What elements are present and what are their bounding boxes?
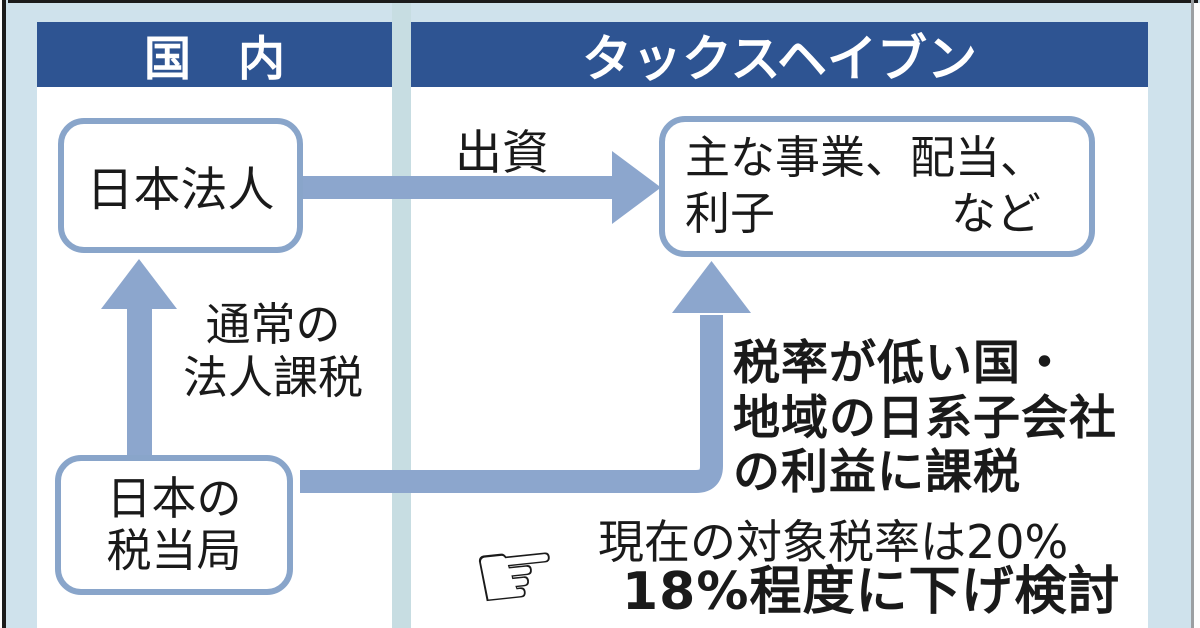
pointing-hand-icon: ☞ bbox=[466, 513, 566, 628]
tax-haven-header: タックスヘイブン bbox=[411, 22, 1148, 88]
normal-tax-line1: 通常の bbox=[205, 298, 341, 351]
haven-tax-arrow bbox=[300, 261, 751, 493]
haven-business-line1: 主な事業、配当、 bbox=[685, 131, 1046, 184]
top-border-line bbox=[8, 0, 1198, 3]
normal-tax-label: 通常の 法人課税 bbox=[166, 298, 380, 404]
japan-corporation-box: 日本法人 bbox=[58, 118, 303, 253]
domestic-header-label: 国 内 bbox=[144, 32, 285, 87]
corporate-tax-arrow bbox=[101, 259, 177, 462]
tax-authority-line1: 日本の bbox=[106, 471, 242, 525]
domestic-header: 国 内 bbox=[37, 22, 392, 87]
tax-authority-box: 日本の 税当局 bbox=[55, 455, 293, 595]
haven-business-etc: など bbox=[950, 187, 1041, 241]
haven-business-line2: 利子 bbox=[685, 187, 776, 241]
investment-arrow bbox=[300, 151, 661, 224]
left-border-line bbox=[2, 0, 6, 628]
investment-label: 出資 bbox=[455, 126, 549, 181]
low-tax-line1: 税率が低い国・ bbox=[733, 336, 1069, 391]
tax-haven-header-label: タックスヘイブン bbox=[582, 29, 977, 88]
current-rate-text: 現在の対象税率は20% bbox=[598, 515, 1069, 569]
left-edge bbox=[0, 0, 2, 628]
low-tax-line2: 地域の日系子会社 bbox=[733, 390, 1117, 446]
proposed-rate-text: 18%程度に下げ検討 bbox=[622, 562, 1121, 622]
normal-tax-line2: 法人課税 bbox=[182, 350, 363, 404]
japan-corporation-label: 日本法人 bbox=[86, 163, 275, 218]
haven-business-box: 主な事業、配当、 利子 など bbox=[659, 116, 1095, 257]
low-tax-line3: の利益に課税 bbox=[733, 445, 1021, 501]
right-edge bbox=[1194, 3, 1200, 628]
tax-authority-line2: 税当局 bbox=[106, 524, 242, 577]
low-tax-note: 税率が低い国・ 地域の日系子会社 の利益に課税 bbox=[733, 336, 1117, 501]
right-border-line bbox=[1191, 0, 1194, 628]
